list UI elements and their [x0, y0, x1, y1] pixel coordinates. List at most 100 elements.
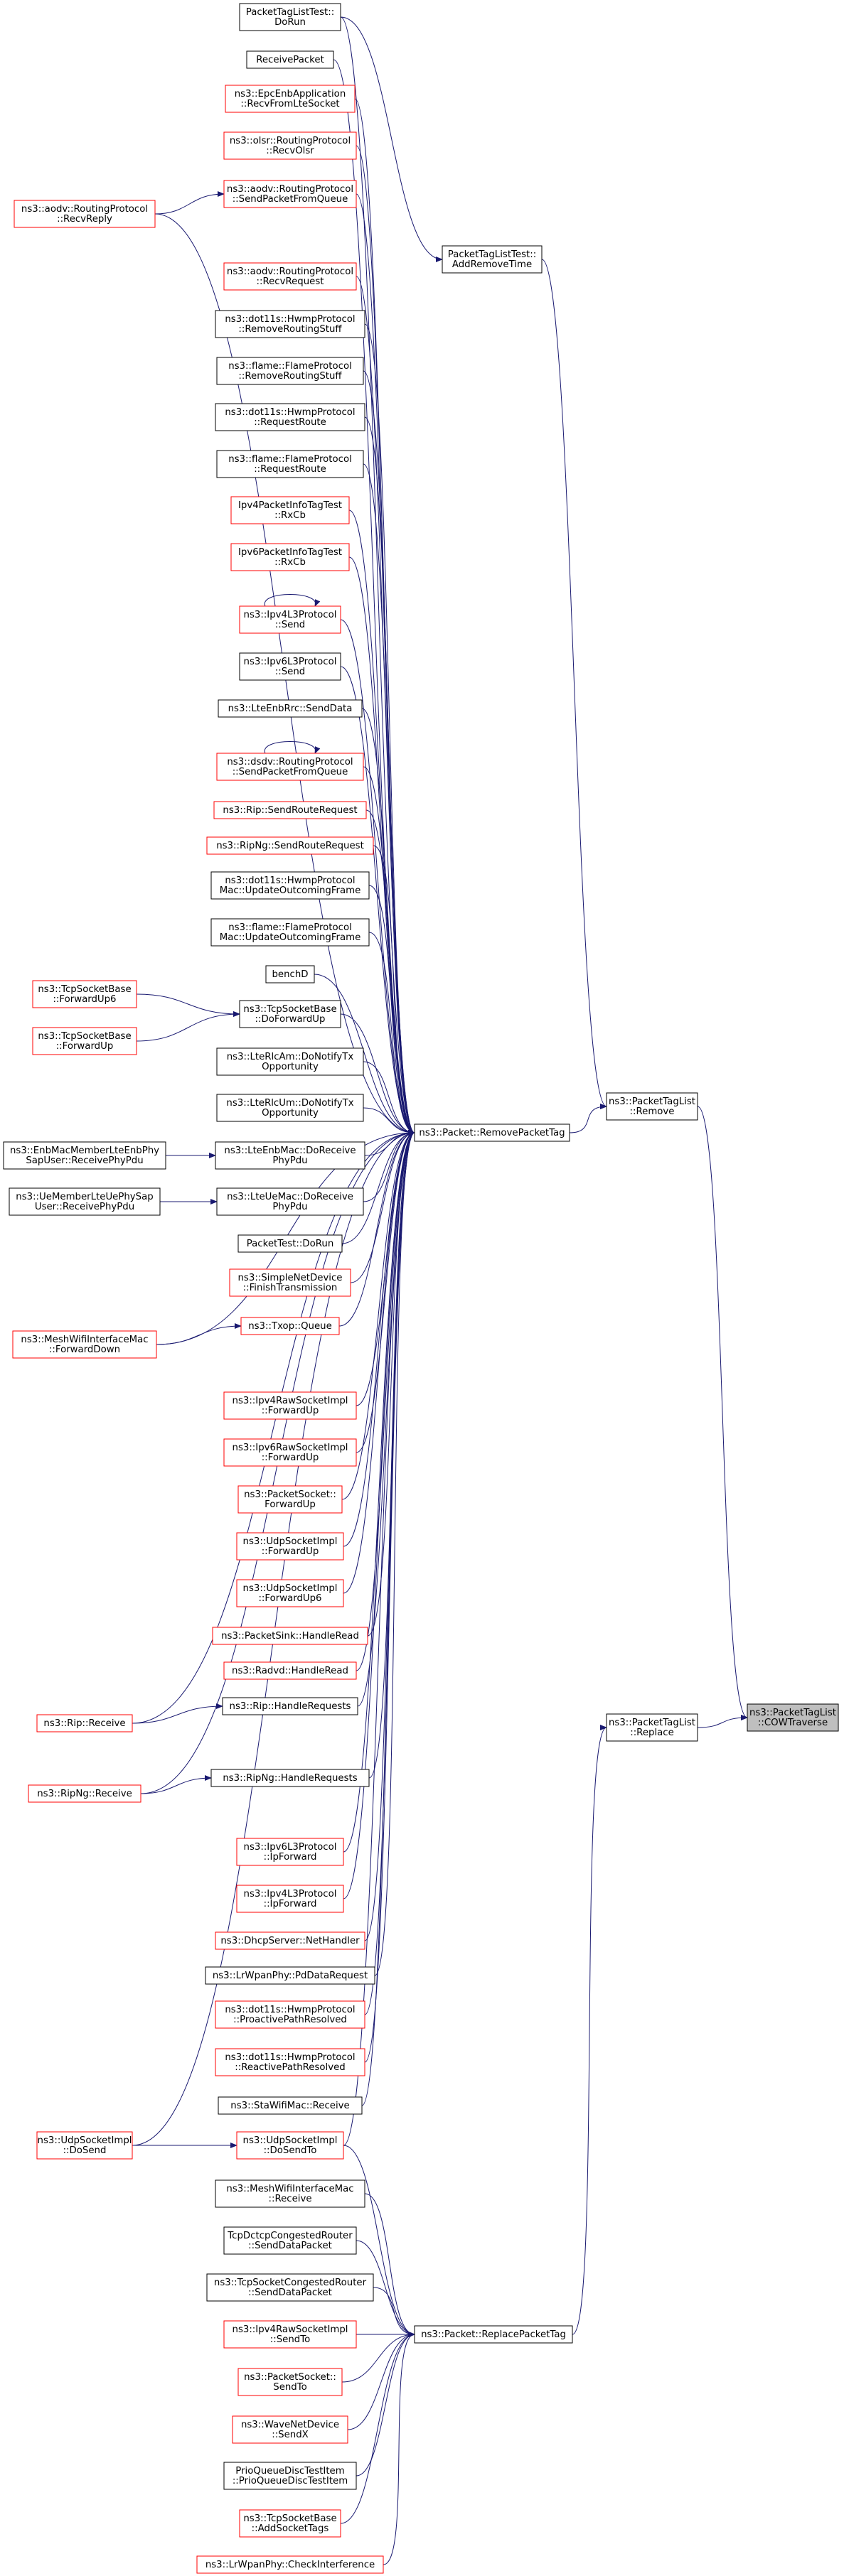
node-ns3-wavenetdevice-sendx[interactable]: ns3::WaveNetDevice::SendX: [232, 2415, 348, 2444]
node-ns3-aodv-routingprotocol-recvreply[interactable]: ns3::aodv::RoutingProtocol::RecvReply: [14, 200, 156, 228]
node-ns3-meshwifiinterfacemac-receive[interactable]: ns3::MeshWifiInterfaceMac::Receive: [215, 2179, 365, 2208]
node-ns3-dsdv-routingprotocol-sendpacketfromqueue[interactable]: ns3::dsdv::RoutingProtocol::SendPacketFr…: [216, 753, 364, 781]
node-box: [216, 1187, 364, 1216]
node-box: [223, 262, 357, 291]
edge-l3-to-r21: [136, 1011, 240, 1042]
node-label-line: ns3::TcpSocketBase: [243, 2513, 336, 2524]
edge-r26-to-pkt_remove: [341, 1130, 415, 1244]
node-ns3-udpsocketimpl-dosendto[interactable]: ns3::UdpSocketImpl::DoSendTo: [236, 2131, 344, 2160]
node-ns3-ripng-sendrouterequest[interactable]: ns3::RipNg::SendRouteRequest: [206, 836, 374, 855]
node-ns3-txop-queue[interactable]: ns3::Txop::Queue: [240, 1317, 340, 1335]
node-label-line: ForwardUp: [265, 1499, 316, 1510]
edge-r35-to-pkt_remove: [356, 1130, 415, 1671]
node-ns3-tcpsocketcongestedrouter-senddatapacket[interactable]: ns3::TcpSocketCongestedRouter::SendDataP…: [206, 2273, 374, 2302]
node-ns3-dot11s-hwmpprotocol-reactivepathresolved[interactable]: ns3::dot11s::HwmpProtocol::ReactivePathR…: [215, 2048, 365, 2076]
node-label-line: ::RecvOlsr: [266, 146, 314, 156]
node-packettest-dorun[interactable]: PacketTest::DoRun: [237, 1234, 343, 1253]
edge-r33-to-pkt_remove: [343, 1130, 415, 1594]
node-ns3-ipv6l3protocol-ipforward[interactable]: ns3::Ipv6L3Protocol::IpForward: [236, 1838, 344, 1866]
node-ns3-aodv-routingprotocol-sendpacketfromqueue[interactable]: ns3::aodv::RoutingProtocol::SendPacketFr…: [223, 180, 357, 208]
node-ns3-meshwifiinterfacemac-forwarddown[interactable]: ns3::MeshWifiInterfaceMac::ForwardDown: [12, 1330, 157, 1359]
node-packettaglisttest-dorun[interactable]: PacketTagListTest::DoRun: [239, 3, 341, 31]
node-packettaglisttest-addremovetime[interactable]: PacketTagListTest::AddRemoveTime: [442, 245, 543, 274]
node-ns3-epcenbapplication-recvfromltesocket[interactable]: ns3::EpcEnbApplication::RecvFromLteSocke…: [225, 85, 356, 113]
node-label-line: Mac::UpdateOutcomingFrame: [220, 885, 361, 896]
call-edges: [132, 16, 748, 2565]
node-ns3-ripng-handlerequests[interactable]: ns3::RipNg::HandleRequests: [210, 1769, 370, 1787]
node-ns3-packetsocket-sendto[interactable]: ns3::PacketSocket::SendTo: [237, 2368, 343, 2396]
node-ns3-aodv-routingprotocol-recvrequest[interactable]: ns3::aodv::RoutingProtocol::RecvRequest: [223, 262, 357, 291]
node-ns3-enbmacmemberlteenbphy-sapuser-receivephypdu[interactable]: ns3::EnbMacMemberLteEnbPhySapUser::Recei…: [3, 1141, 166, 1170]
node-ns3-dot11s-hwmpprotocol-proactivepathresolved[interactable]: ns3::dot11s::HwmpProtocol::ProactivePath…: [215, 2000, 365, 2029]
node-ns3-flame-flameprotocol-mac-updateoutcomingframe[interactable]: ns3::flame::FlameProtocolMac::UpdateOutc…: [210, 918, 370, 947]
node-ns3-ipv4l3protocol-send[interactable]: ns3::Ipv4L3Protocol::Send: [239, 605, 341, 634]
node-label-line: TcpDctcpCongestedRouter: [227, 2231, 353, 2241]
node-tcpdctcpcongestedrouter-senddatapacket[interactable]: TcpDctcpCongestedRouter::SendDataPacket: [223, 2226, 357, 2255]
node-label-line: ReceivePacket: [256, 55, 324, 65]
node-ns3-olsr-routingprotocol-recvolsr[interactable]: ns3::olsr::RoutingProtocol::RecvOlsr: [223, 131, 357, 160]
node-ns3-packettaglist-cowtraverse[interactable]: ns3::PacketTagList::COWTraverse: [747, 1703, 839, 1732]
node-ns3-tcpsocketbase-doforwardup[interactable]: ns3::TcpSocketBase::DoForwardUp: [239, 1000, 341, 1028]
node-box: [210, 918, 370, 947]
node-box: [206, 836, 374, 855]
node-ns3-ipv4rawsocketimpl-sendto[interactable]: ns3::Ipv4RawSocketImpl::SendTo: [223, 2320, 357, 2349]
node-ipv6packetinfotagtest-rxcb[interactable]: Ipv6PacketInfoTagTest::RxCb: [230, 543, 350, 571]
node-ns3-packettaglist-remove[interactable]: ns3::PacketTagList::Remove: [606, 1092, 698, 1121]
node-ns3-dhcpserver-nethandler[interactable]: ns3::DhcpServer::NetHandler: [215, 1931, 365, 1950]
node-ns3-packettaglist-replace[interactable]: ns3::PacketTagList::Replace: [606, 1713, 698, 1742]
node-ns3-ripng-receive[interactable]: ns3::RipNg::Receive: [28, 1784, 141, 1803]
node-ns3-radvd-handleread[interactable]: ns3::Radvd::HandleRead: [223, 1661, 357, 1680]
node-label-line: ns3::PacketSocket::: [244, 1489, 336, 1500]
node-prioqueuedisctestitem-prioqueuedisctestitem[interactable]: PrioQueueDiscTestItem::PrioQueueDiscTest…: [223, 2462, 357, 2490]
edge-r44-to-pkt_remove: [361, 1130, 415, 2106]
node-ns3-udpsocketimpl-forwardup[interactable]: ns3::UdpSocketImpl::ForwardUp: [236, 1532, 344, 1561]
node-ns3-flame-flameprotocol-requestroute[interactable]: ns3::flame::FlameProtocol::RequestRoute: [216, 450, 364, 478]
node-ns3-packet-removepackettag[interactable]: ns3::Packet::RemovePacketTag: [414, 1123, 570, 1142]
node-ns3-tcpsocketbase-forwardup[interactable]: ns3::TcpSocketBase::ForwardUp: [32, 1027, 137, 1055]
node-ns3-packetsink-handleread[interactable]: ns3::PacketSink::HandleRead: [212, 1627, 368, 1645]
node-ns3-rip-sendrouterequest[interactable]: ns3::Rip::SendRouteRequest: [213, 801, 367, 819]
node-ns3-uememberlteuephysap-user-receivephypdu[interactable]: ns3::UeMemberLteUePhySapUser::ReceivePhy…: [9, 1187, 161, 1216]
node-ns3-tcpsocketbase-forwardup6[interactable]: ns3::TcpSocketBase::ForwardUp6: [32, 980, 137, 1008]
node-ns3-simplenetdevice-finishtransmission[interactable]: ns3::SimpleNetDevice::FinishTransmission: [229, 1268, 351, 1297]
node-ns3-lrwpanphy-checkinterference[interactable]: ns3::LrWpanPhy::CheckInterference: [196, 2555, 384, 2574]
node-ns3-dot11s-hwmpprotocol-removeroutingstuff[interactable]: ns3::dot11s::HwmpProtocol::RemoveRouting…: [215, 310, 365, 338]
node-ns3-dot11s-hwmpprotocol-requestroute[interactable]: ns3::dot11s::HwmpProtocol::RequestRoute: [215, 403, 365, 431]
node-receivepacket[interactable]: ReceivePacket: [246, 50, 334, 69]
node-box: [239, 652, 341, 681]
node-box: [237, 2368, 343, 2396]
node-ns3-lrwpanphy-pddatarequest[interactable]: ns3::LrWpanPhy::PdDataRequest: [205, 1966, 375, 1985]
node-ns3-dot11s-hwmpprotocol-mac-updateoutcomingframe[interactable]: ns3::dot11s::HwmpProtocolMac::UpdateOutc…: [210, 871, 370, 900]
node-ns3-ipv4l3protocol-ipforward[interactable]: ns3::Ipv4L3Protocol::IpForward: [236, 1885, 344, 1913]
node-ipv4packetinfotagtest-rxcb[interactable]: Ipv4PacketInfoTagTest::RxCb: [230, 496, 350, 524]
node-ns3-lteenbrrc-senddata[interactable]: ns3::LteEnbRrc::SendData: [218, 699, 363, 718]
node-box: [216, 450, 364, 478]
node-ns3-udpsocketimpl-forwardup6[interactable]: ns3::UdpSocketImpl::ForwardUp6: [236, 1579, 344, 1607]
node-ns3-packetsocket-forwardup[interactable]: ns3::PacketSocket::ForwardUp: [237, 1485, 343, 1514]
node-box: [265, 965, 315, 983]
node-ns3-udpsocketimpl-dosend[interactable]: ns3::UdpSocketImpl::DoSend: [36, 2131, 133, 2160]
node-benchd[interactable]: benchD: [265, 965, 315, 983]
node-label-line: SapUser::ReceivePhyPdu: [26, 1155, 143, 1166]
node-ns3-packet-replacepackettag[interactable]: ns3::Packet::ReplacePacketTag: [414, 2325, 573, 2344]
node-label-line: ns3::RipNg::Receive: [37, 1789, 132, 1799]
node-ns3-flame-flameprotocol-removeroutingstuff[interactable]: ns3::flame::FlameProtocol::RemoveRouting…: [216, 357, 364, 385]
node-ns3-tcpsocketbase-addsockettags[interactable]: ns3::TcpSocketBase::AddSocketTags: [239, 2509, 341, 2538]
node-label-line: ::Remove: [630, 1106, 675, 1117]
edge-r28-to-pkt_remove: [338, 1130, 415, 1327]
node-box: [223, 131, 357, 160]
node-label-line: ::ForwardUp6: [258, 1593, 321, 1604]
node-box: [213, 801, 367, 819]
node-ns3-ipv6l3protocol-send[interactable]: ns3::Ipv6L3Protocol::Send: [239, 652, 341, 681]
node-ns3-rip-handlerequests[interactable]: ns3::Rip::HandleRequests: [222, 1697, 358, 1715]
node-ns3-ipv4rawsocketimpl-forwardup[interactable]: ns3::Ipv4RawSocketImpl::ForwardUp: [223, 1391, 357, 1420]
node-ns3-stawifimac-receive[interactable]: ns3::StaWifiMac::Receive: [218, 2096, 363, 2115]
node-box: [206, 2273, 374, 2302]
node-ns3-rip-receive[interactable]: ns3::Rip::Receive: [36, 1714, 133, 1732]
node-ns3-ipv6rawsocketimpl-forwardup[interactable]: ns3::Ipv6RawSocketImpl::ForwardUp: [223, 1438, 357, 1467]
node-box: [237, 1485, 343, 1514]
